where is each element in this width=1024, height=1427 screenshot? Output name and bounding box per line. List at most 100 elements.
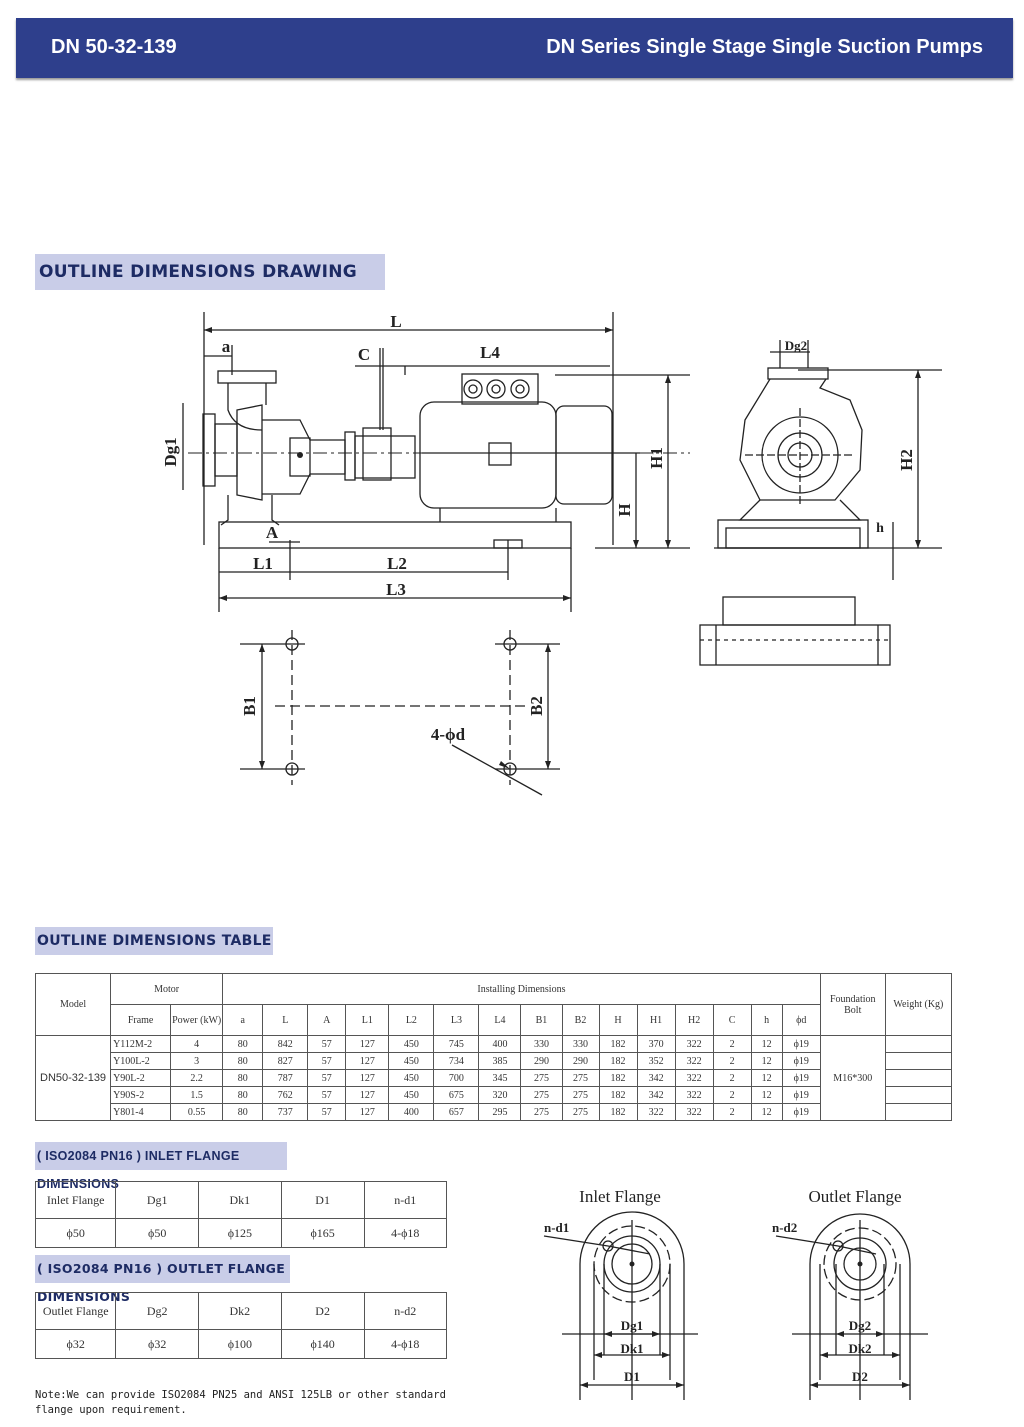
inlet-header: Dg1 [115,1181,199,1219]
outlet-value: ϕ100 [197,1329,282,1359]
inlet-header: n-d1 [363,1181,448,1219]
dimension-cell: 80 [222,1086,264,1104]
dimension-cell: 322 [674,1069,714,1087]
model-title: DN 50-32-139 [51,36,177,58]
dimension-cell: 342 [636,1069,676,1087]
outlet-section-title: ( ISO2084 PN16 ) OUTLET FLANGE DIMENSION… [35,1255,290,1304]
dimension-cell: 12 [750,1086,783,1104]
frame-cell: Y90S-2 [110,1086,172,1104]
outlet-header: n-d2 [363,1292,448,1330]
frame-cell: Y801-4 [110,1103,172,1121]
label-hole: 4-ϕd [431,725,466,744]
col-header: L4 [478,1004,522,1036]
col-header: A [307,1004,347,1036]
dimension-cell: 290 [520,1052,563,1070]
dimension-cell: 127 [345,1069,390,1087]
dimension-cell: 275 [561,1103,600,1121]
dimension-cell: 80 [222,1052,264,1070]
dimension-cell: 2 [712,1086,752,1104]
inlet-dk-label: Dk1 [620,1341,643,1356]
dimension-cell: ϕ19 [781,1103,821,1121]
outlet-header: D2 [280,1292,365,1330]
header-motor: Motor [110,973,224,1005]
dimension-cell: 450 [388,1086,435,1104]
dimension-cell: 182 [598,1069,638,1087]
dimension-cell: 745 [433,1035,480,1053]
dimension-cell: 450 [388,1069,435,1087]
power-cell: 2.2 [170,1069,224,1087]
dimension-cell: 57 [307,1035,347,1053]
weight-cell [884,1069,953,1087]
label-Dg2: Dg2 [785,338,807,353]
dimension-cell: 370 [636,1035,676,1053]
dimension-cell: 182 [598,1052,638,1070]
outlet-header: Dg2 [115,1292,199,1330]
model-cell: DN50-32-139 [34,1035,112,1121]
dimension-cell: 322 [636,1103,676,1121]
dimension-cell: 400 [388,1103,435,1121]
dimension-cell: 322 [674,1035,714,1053]
col-header: L1 [345,1004,390,1036]
outlet-d-label: D2 [852,1369,868,1384]
dimension-cell: 80 [222,1103,264,1121]
label-L2: L2 [387,554,407,573]
weight-cell [884,1086,953,1104]
dimension-cell: 762 [262,1086,309,1104]
dimension-cell: 275 [561,1086,600,1104]
series-title: DN Series Single Stage Single Suction Pu… [546,36,983,58]
frame-cell: Y112M-2 [110,1035,172,1053]
col-header: h [750,1004,783,1036]
header-installing: Installing Dimensions [222,973,821,1005]
inlet-section-title: ( ISO2084 PN16 ) INLET FLANGE DIMENSIONS [35,1142,287,1191]
dimension-cell: 330 [520,1035,563,1053]
frame-cell: Y90L-2 [110,1069,172,1087]
inlet-dg-label: Dg1 [621,1318,643,1333]
col-header: C [712,1004,752,1036]
label-A: A [266,523,279,542]
inlet-flange-table: Inlet Flange Dg1 Dk1 D1 n-d1 ϕ50 ϕ50 ϕ12… [34,1181,448,1248]
dimension-cell: 127 [345,1103,390,1121]
flange-drawings: Inlet Flange Outlet Flange [543,1187,928,1400]
dimension-cell: 57 [307,1086,347,1104]
dimension-cell: 385 [478,1052,522,1070]
dimension-cell: 275 [520,1086,563,1104]
dimension-cell: 57 [307,1069,347,1087]
dimension-cell: 342 [636,1086,676,1104]
inlet-d-label: D1 [624,1369,640,1384]
flange-note: Note:We can provide ISO2084 PN25 and ANS… [35,1389,446,1416]
dimension-cell: 657 [433,1103,480,1121]
dimension-cell: 12 [750,1052,783,1070]
dimension-cell: ϕ19 [781,1035,821,1053]
header-foundation: Foundation Bolt [819,973,886,1036]
dimension-cell: 80 [222,1035,264,1053]
dimension-cell: ϕ19 [781,1052,821,1070]
header-power: Power (kW) [170,1004,224,1036]
dimension-cell: 12 [750,1069,783,1087]
label-L3: L3 [386,580,406,599]
dimension-cell: 330 [561,1035,600,1053]
dimension-cell: 2 [712,1103,752,1121]
header-weight: Weight (Kg) [884,973,953,1036]
header-frame: Frame [110,1004,172,1036]
dimension-cell: 700 [433,1069,480,1087]
outlet-dg-label: Dg2 [849,1318,871,1333]
power-cell: 3 [170,1052,224,1070]
label-Dg1: Dg1 [161,437,180,466]
dimension-cell: 127 [345,1086,390,1104]
dimension-cell: 675 [433,1086,480,1104]
dimension-cell: 127 [345,1052,390,1070]
col-header: H [598,1004,638,1036]
dimension-cell: 295 [478,1103,522,1121]
label-a: a [222,337,231,356]
label-L1: L1 [253,554,273,573]
inlet-value: ϕ50 [115,1218,199,1248]
frame-cell: Y100L-2 [110,1052,172,1070]
outlet-value: 4-ϕ18 [363,1329,448,1359]
dimension-cell: 400 [478,1035,522,1053]
outlet-value: ϕ32 [115,1329,199,1359]
drawing-section-title: OUTLINE DIMENSIONS DRAWING [35,254,385,290]
outline-dimensions-table: Model Motor Installing Dimensions Founda… [34,973,953,1121]
dimension-cell: 12 [750,1103,783,1121]
